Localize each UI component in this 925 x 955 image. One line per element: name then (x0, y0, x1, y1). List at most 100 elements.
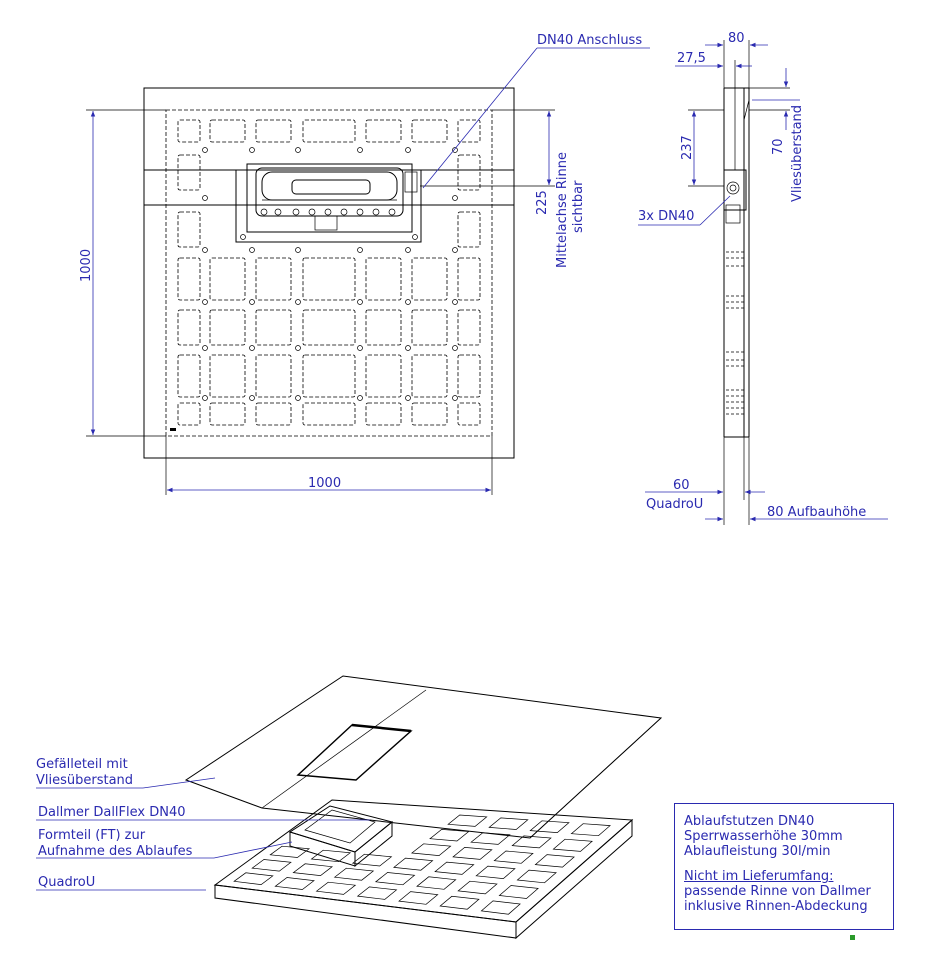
3x-dn40-label: 3x DN40 (638, 209, 694, 224)
grid-cell (365, 257, 402, 301)
iso-cell (398, 891, 439, 905)
formteil-label-2: Aufnahme des Ablaufes (38, 844, 193, 859)
height-dim-label: 1000 (79, 249, 94, 282)
grid-cell (411, 257, 448, 301)
info-line-3: Ablaufleistung 30l/min (684, 844, 831, 859)
iso-cell (429, 829, 470, 842)
width-dim-label: 1000 (308, 476, 341, 491)
grid-cell (209, 402, 246, 426)
grid-hole (405, 299, 411, 305)
iso-cell (452, 847, 493, 860)
grid-hole (357, 247, 363, 253)
quadrou-base-cells (233, 814, 611, 915)
iso-cell (410, 843, 452, 856)
grid-cell (177, 402, 201, 426)
grid-cell (177, 154, 201, 191)
sichtbar-label: sichtbar (571, 180, 586, 233)
grid-hole (295, 247, 301, 253)
info-line-1: Ablaufstutzen DN40 (684, 814, 815, 829)
grid-hole (452, 395, 458, 401)
grid-hole (452, 195, 458, 201)
grid-hole (249, 395, 255, 401)
dim-70-label: 70 (771, 138, 786, 155)
grid-hole (405, 247, 411, 253)
grid-hole (249, 247, 255, 253)
mittelachse-label: Mittelachse Rinne (555, 152, 570, 268)
grid-cell (457, 402, 481, 426)
dim-27-5-label: 27,5 (677, 51, 706, 66)
grid-cell (209, 257, 246, 301)
grid-hole (295, 147, 301, 153)
grid-cells (177, 119, 481, 426)
grid-cell (302, 402, 356, 426)
grid-hole (202, 395, 208, 401)
dn40-leader-line (422, 47, 538, 189)
dn40-anschluss-label: DN40 Anschluss (537, 33, 642, 48)
inner-grid-outline (165, 109, 493, 437)
grid-hole (295, 299, 301, 305)
grid-hole (452, 147, 458, 153)
grid-hole (295, 395, 301, 401)
iso-cell (534, 854, 575, 868)
iso-cell (434, 861, 475, 875)
iso-cell (292, 863, 334, 876)
grid-hole (452, 247, 458, 253)
iso-cell (470, 832, 511, 845)
grid-cell (177, 211, 201, 248)
grid-hole (357, 395, 363, 401)
green-marker (850, 935, 855, 940)
iso-cell (516, 869, 557, 884)
grid-cell (411, 402, 448, 426)
grid-hole (202, 299, 208, 305)
grid-cell (457, 211, 481, 248)
grid-cell (411, 119, 448, 143)
iso-cell (374, 872, 416, 886)
iso-cell (356, 886, 398, 900)
grid-cell (255, 354, 292, 398)
iso-cell (498, 885, 539, 899)
iso-cell (493, 850, 534, 864)
grid-hole (357, 345, 363, 351)
grid-hole (202, 345, 208, 351)
iso-cell (233, 872, 274, 885)
side-view-rib-lines (726, 251, 744, 415)
grid-hole (405, 345, 411, 351)
iso-cell (475, 865, 516, 879)
grid-hole (202, 247, 208, 253)
grid-cell (209, 354, 246, 398)
iso-cell (315, 881, 357, 895)
quadrou-iso-label: QuadroU (38, 875, 95, 890)
iso-cell (480, 900, 521, 915)
grid-cell (302, 354, 356, 398)
grid-cell (302, 309, 356, 346)
grid-hole (295, 345, 301, 351)
grid-cell (411, 309, 448, 346)
dim-225-label: 225 (535, 190, 550, 215)
grid-cell (302, 119, 356, 143)
grid-cell (177, 257, 201, 301)
grid-hole (249, 147, 255, 153)
iso-cell (274, 877, 315, 890)
grid-cell (457, 154, 481, 191)
info-note-heading: Nicht im Lieferumfang: (684, 869, 834, 884)
grid-cell (457, 119, 481, 143)
dim-80-aufbauhoehe-label: 80 Aufbauhöhe (767, 505, 866, 520)
info-note-line-1: passende Rinne von Dallmer (684, 884, 871, 899)
grid-cell (209, 309, 246, 346)
grid-hole (202, 195, 208, 201)
gefaelleteil-label-2: Vliesüberstand (36, 773, 133, 788)
iso-cell (416, 876, 457, 890)
iso-cell (251, 859, 292, 872)
grid-cell (457, 309, 481, 346)
grid-cell (209, 119, 246, 143)
info-box: Ablaufstutzen DN40 Sperrwasserhöhe 30mm … (674, 803, 894, 930)
dim-80-top-label: 80 (728, 31, 745, 46)
grid-cell (457, 354, 481, 398)
gefaelleteil-sheet (184, 675, 663, 839)
dim-60-label: 60 (673, 478, 690, 493)
iso-cell (351, 853, 393, 867)
info-line-2: Sperrwasserhöhe 30mm (684, 829, 843, 844)
dallmer-label: Dallmer DallFlex DN40 (38, 805, 186, 820)
iso-cell (447, 814, 488, 827)
